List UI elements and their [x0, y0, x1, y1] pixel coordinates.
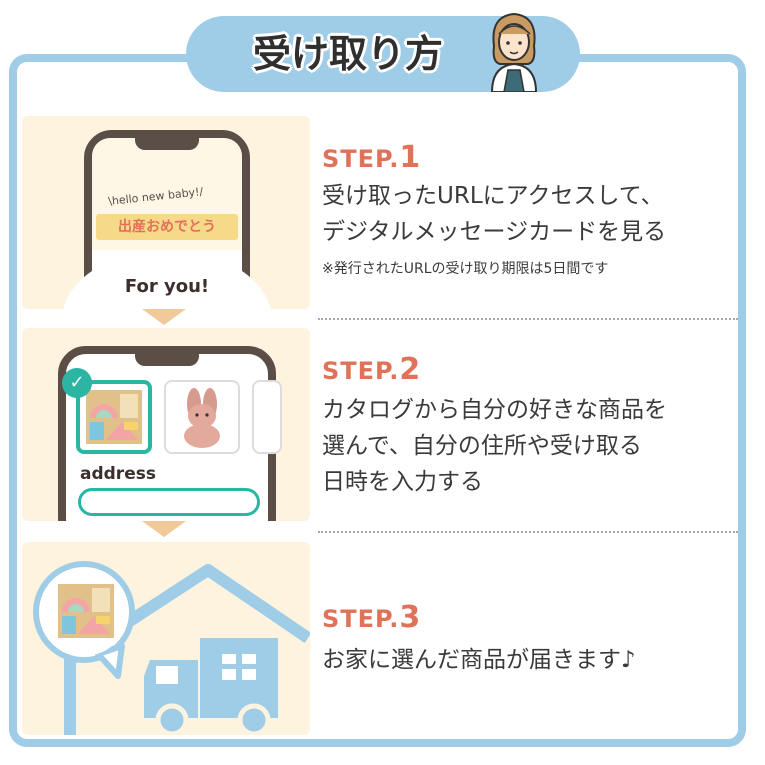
bunny-plush-icon: [184, 388, 220, 448]
phone-notch: [135, 136, 199, 150]
step2-illustration-panel: ✓ address: [22, 328, 310, 521]
step2-line3: 日時を入力する: [322, 469, 483, 495]
selected-check-icon: ✓: [62, 368, 92, 398]
hello-text: \hello new baby!/: [107, 185, 204, 208]
address-input[interactable]: [78, 488, 260, 516]
message-card-screen: \hello new baby!/ 出産おめでとう: [92, 138, 242, 250]
step3-line1: お家に選んだ商品が届きます♪: [322, 647, 636, 673]
wooden-blocks-icon: [86, 390, 142, 444]
down-arrow-icon: [142, 521, 186, 537]
celebration-banner: 出産おめでとう: [96, 214, 238, 240]
phone-mockup-catalog: ✓ address: [58, 346, 282, 521]
divider: [318, 531, 738, 533]
step3-label: STEP.3: [322, 600, 422, 635]
catalog-item-more[interactable]: [252, 380, 282, 454]
step2-label: STEP.2: [322, 352, 422, 387]
address-label: address: [80, 464, 156, 484]
woman-avatar-icon: [490, 12, 538, 92]
step1-line2: デジタルメッセージカードを見る: [322, 219, 667, 245]
for-you-text: For you!: [124, 276, 210, 297]
step2-line2: 選んで、自分の住所や受け取る: [322, 433, 642, 459]
down-arrow-icon: [142, 309, 186, 325]
step3-illustration-panel: [22, 542, 310, 735]
divider: [318, 318, 738, 320]
step1-label: STEP.1: [322, 140, 422, 175]
catalog-item-bunny[interactable]: [164, 380, 240, 454]
step1-line1: 受け取ったURLにアクセスして、: [322, 183, 664, 209]
page-title: 受け取り方: [252, 32, 443, 76]
house-delivery-icon: [33, 561, 310, 735]
step1-illustration-panel: \hello new baby!/ 出産おめでとう For you!: [22, 116, 310, 309]
phone-notch: [135, 352, 199, 366]
phone-mockup-card: \hello new baby!/ 出産おめでとう For you!: [62, 130, 272, 309]
step1-note: ※発行されたURLの受け取り期限は5日間です: [322, 261, 609, 277]
step2-line1: カタログから自分の好きな商品を: [322, 397, 667, 423]
